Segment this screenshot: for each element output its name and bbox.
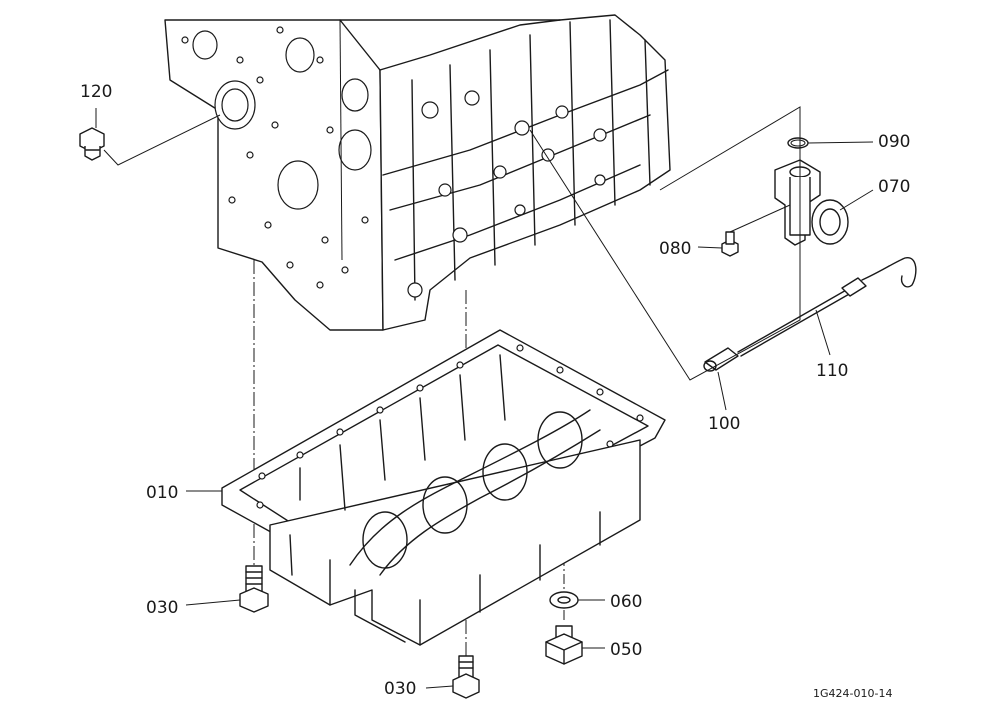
- part-080-bolt: [721, 231, 739, 257]
- part-110-dipstick: [737, 257, 917, 357]
- part-090-o-ring: [787, 137, 809, 149]
- callout-060: 060: [610, 592, 642, 612]
- callout-010: 010: [146, 483, 178, 503]
- callout-030-left: 030: [146, 598, 178, 618]
- callout-080: 080: [659, 239, 691, 259]
- part-030-bolt-left: [239, 565, 269, 613]
- part-060-washer: [549, 591, 579, 609]
- callout-100: 100: [708, 414, 740, 434]
- callout-090: 090: [878, 132, 910, 152]
- part-030-bolt-bottom: [452, 655, 480, 699]
- callout-030-bottom: 030: [384, 679, 416, 699]
- callout-labels: 120 090 070 080 110 100 010 030 060 050 …: [80, 82, 910, 700]
- part-100-tube: [703, 347, 739, 372]
- part-120-plug: [79, 127, 105, 161]
- oil-pan: [221, 329, 666, 646]
- leader-lines: [95, 106, 874, 689]
- drawing-code: 1G424-010-14: [813, 687, 892, 700]
- callout-110: 110: [816, 361, 848, 381]
- callout-120: 120: [80, 82, 112, 102]
- part-050-drain-plug: [545, 625, 583, 665]
- part-070-guide: [774, 159, 849, 246]
- callout-070: 070: [878, 177, 910, 197]
- engine-block: [164, 14, 671, 331]
- callout-050: 050: [610, 640, 642, 660]
